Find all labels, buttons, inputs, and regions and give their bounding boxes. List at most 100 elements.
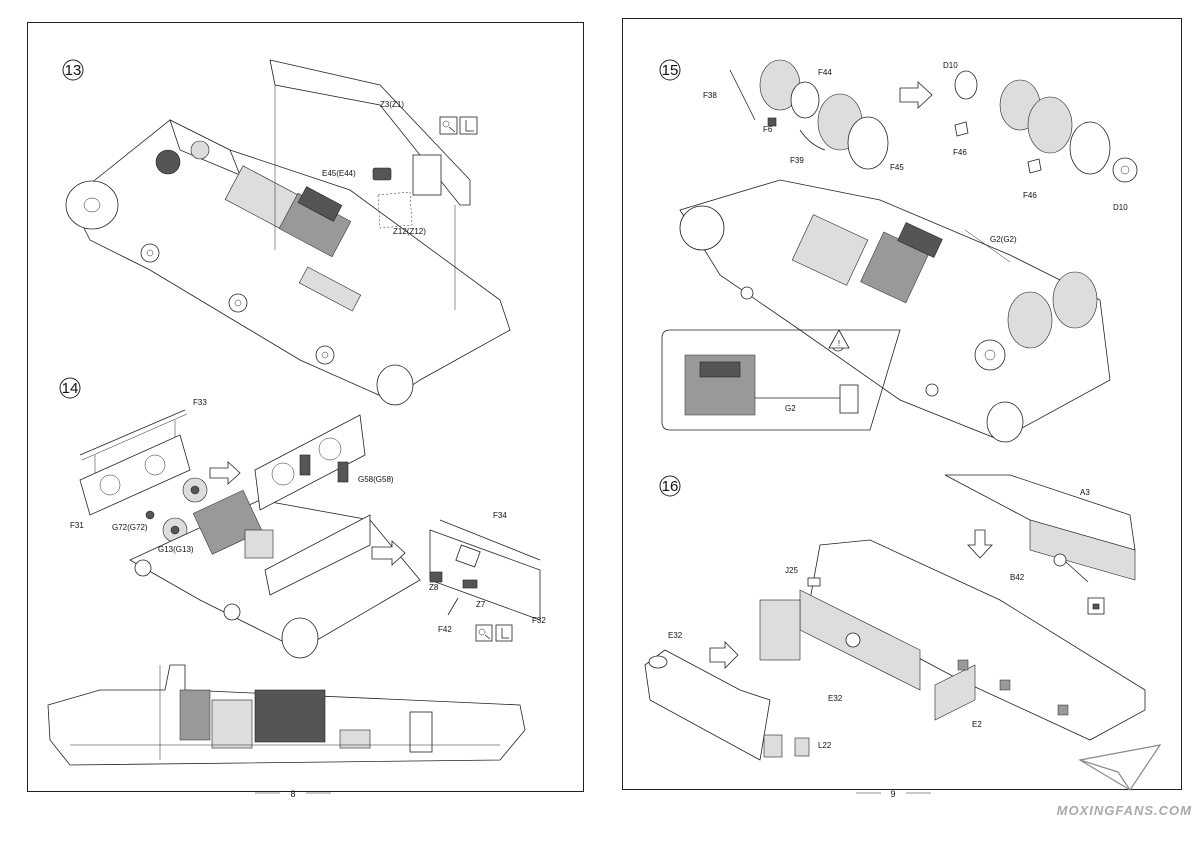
side-view-hull: [47, 664, 526, 766]
step-15-generators-installed: [974, 271, 1098, 371]
side-view-bulkhead: [409, 711, 433, 753]
step-14-lower-panel: [264, 514, 371, 596]
step-15-circle: [659, 59, 681, 81]
step-14-label-F31: F31: [70, 521, 84, 530]
step-15-label-F45: F45: [890, 163, 904, 172]
step-15-label-F6: F6: [763, 125, 773, 134]
step-13-panel-Z3: [269, 59, 471, 206]
step-15-label-F39: F39: [790, 156, 804, 165]
step-14: 14: [59, 377, 546, 659]
step-16-label-B42: B42: [1010, 573, 1025, 582]
step-16: 16 A3 J25 B42 E32 E32 E: [644, 474, 1146, 761]
step-14-panel-F32: [429, 529, 541, 621]
side-view-generator: [211, 699, 253, 749]
step-16-label-L22: L22: [818, 741, 832, 750]
step-15-sprocket: [986, 401, 1024, 443]
step-13-sprocket: [376, 364, 414, 406]
step-14-road-wheel-hubs: [134, 559, 241, 621]
side-view-cooling: [179, 689, 211, 741]
step-13-part-Z12: [377, 191, 413, 229]
step-13: 13 Z3(Z1) E45(E44) Z12(Z12): [62, 59, 511, 406]
glue-and-knife-icon-2: [475, 624, 513, 642]
step-13-circle: [62, 59, 84, 81]
step-13-label-Z3: Z3(Z1): [380, 100, 404, 109]
step-14-sprocket: [281, 617, 319, 659]
step-14-engine-detail: [244, 529, 274, 559]
step-14-arrow-2: [371, 540, 406, 566]
step-16-label-E32-tank: E32: [828, 694, 843, 703]
step-15-detail-callout: [661, 329, 901, 431]
step-15-generator-exploded: [729, 59, 889, 170]
side-view-engine: [254, 689, 326, 743]
side-view-winch: [339, 729, 371, 749]
step-13-label-E45: E45(E44): [322, 169, 356, 178]
step-14-label-G72: G72(G72): [112, 523, 148, 532]
step-16-side-brackets: [957, 659, 1069, 716]
step-14-rail-F34: [439, 519, 541, 561]
step-13-label-Z12: Z12(Z12): [393, 227, 426, 236]
step-15-hull: [679, 179, 1111, 441]
step-15-engines: [791, 214, 943, 304]
step-14-label-G58: G58(G58): [358, 475, 394, 484]
step-16-down-arrow: [967, 529, 993, 559]
step-15-label-F38: F38: [703, 91, 717, 100]
step-15-arrow: [899, 81, 933, 109]
step-15-label-G2-detail: G2: [785, 404, 796, 413]
step-15-number: 15: [662, 62, 679, 79]
step-15-idler-wheel: [679, 205, 725, 251]
step-14-part-Z7: [462, 579, 478, 589]
step-16-arrow: [709, 641, 739, 669]
step-14-part-Z8: [429, 571, 443, 583]
step-15-generator-assembled: [954, 70, 1138, 183]
warning-icon: [828, 329, 850, 349]
step-14-direction-arrow: [209, 461, 241, 485]
step-16-number: 16: [662, 478, 679, 495]
step-15-label-D10-bottom: D10: [1113, 203, 1128, 212]
step-16-part-L22: [763, 734, 810, 758]
step-16-panel-E32-left: [644, 649, 771, 761]
left-page-number: 8: [290, 789, 295, 799]
glue-and-knife-icon: [439, 116, 478, 135]
left-page-frame: [27, 22, 584, 792]
step-13-part-E45: [372, 167, 392, 181]
step-14-circle: [59, 377, 81, 399]
step-15-label-F46-bottom: F46: [1023, 191, 1037, 200]
step-14-label-F34: F34: [493, 511, 507, 520]
step-16-part-J25: [807, 577, 821, 587]
step-14-label-F33: F33: [193, 398, 207, 407]
step-16-panel-A3: [944, 474, 1136, 551]
step-16-left-box: [759, 599, 801, 661]
step-14-label-Z8: Z8: [429, 583, 439, 592]
step-16-label-E32-left: E32: [668, 631, 683, 640]
step-16-label-A3: A3: [1080, 488, 1090, 497]
step-16-circle: [659, 475, 681, 497]
step-15-label-D10-top: D10: [943, 61, 958, 70]
right-page-number: 9: [890, 789, 895, 799]
step-14-label-F42: F42: [438, 625, 452, 634]
step-13-number: 13: [65, 62, 82, 79]
step-15-detail-part-G2: [839, 384, 859, 414]
step-14-label-F32: F32: [532, 616, 546, 625]
step-16-part-E2: [934, 664, 976, 721]
step-16-part-B42: [1053, 553, 1067, 567]
right-page-frame: [622, 18, 1182, 790]
step-15-label-F46-left: F46: [953, 148, 967, 157]
step-13-idler-wheel: [65, 180, 119, 230]
step-15-label-F44: F44: [818, 68, 832, 77]
step-16-label-J25: J25: [785, 566, 798, 575]
step-14-part-F42: [447, 597, 459, 616]
step-14-rail-F33: [79, 409, 186, 456]
step-14-label-Z7: Z7: [476, 600, 486, 609]
step-14-number: 14: [62, 380, 79, 397]
watermark-logo: [1078, 744, 1162, 791]
watermark-text: MOXINGFANS.COM: [1056, 803, 1192, 818]
step-14-label-G13: G13(G13): [158, 545, 194, 554]
step-13-engine-block: [155, 140, 362, 312]
step-15: 15 F44 F38 F6 F39 F45 D10 F46 F46 D: [659, 59, 1138, 443]
step-16-label-E2: E2: [972, 720, 982, 729]
warning-mark: !: [838, 339, 840, 348]
step-13-part-Z12-outline: [412, 154, 442, 196]
step-13-road-wheel-hubs: [140, 243, 335, 365]
step-14-panel-F31: [79, 434, 191, 516]
